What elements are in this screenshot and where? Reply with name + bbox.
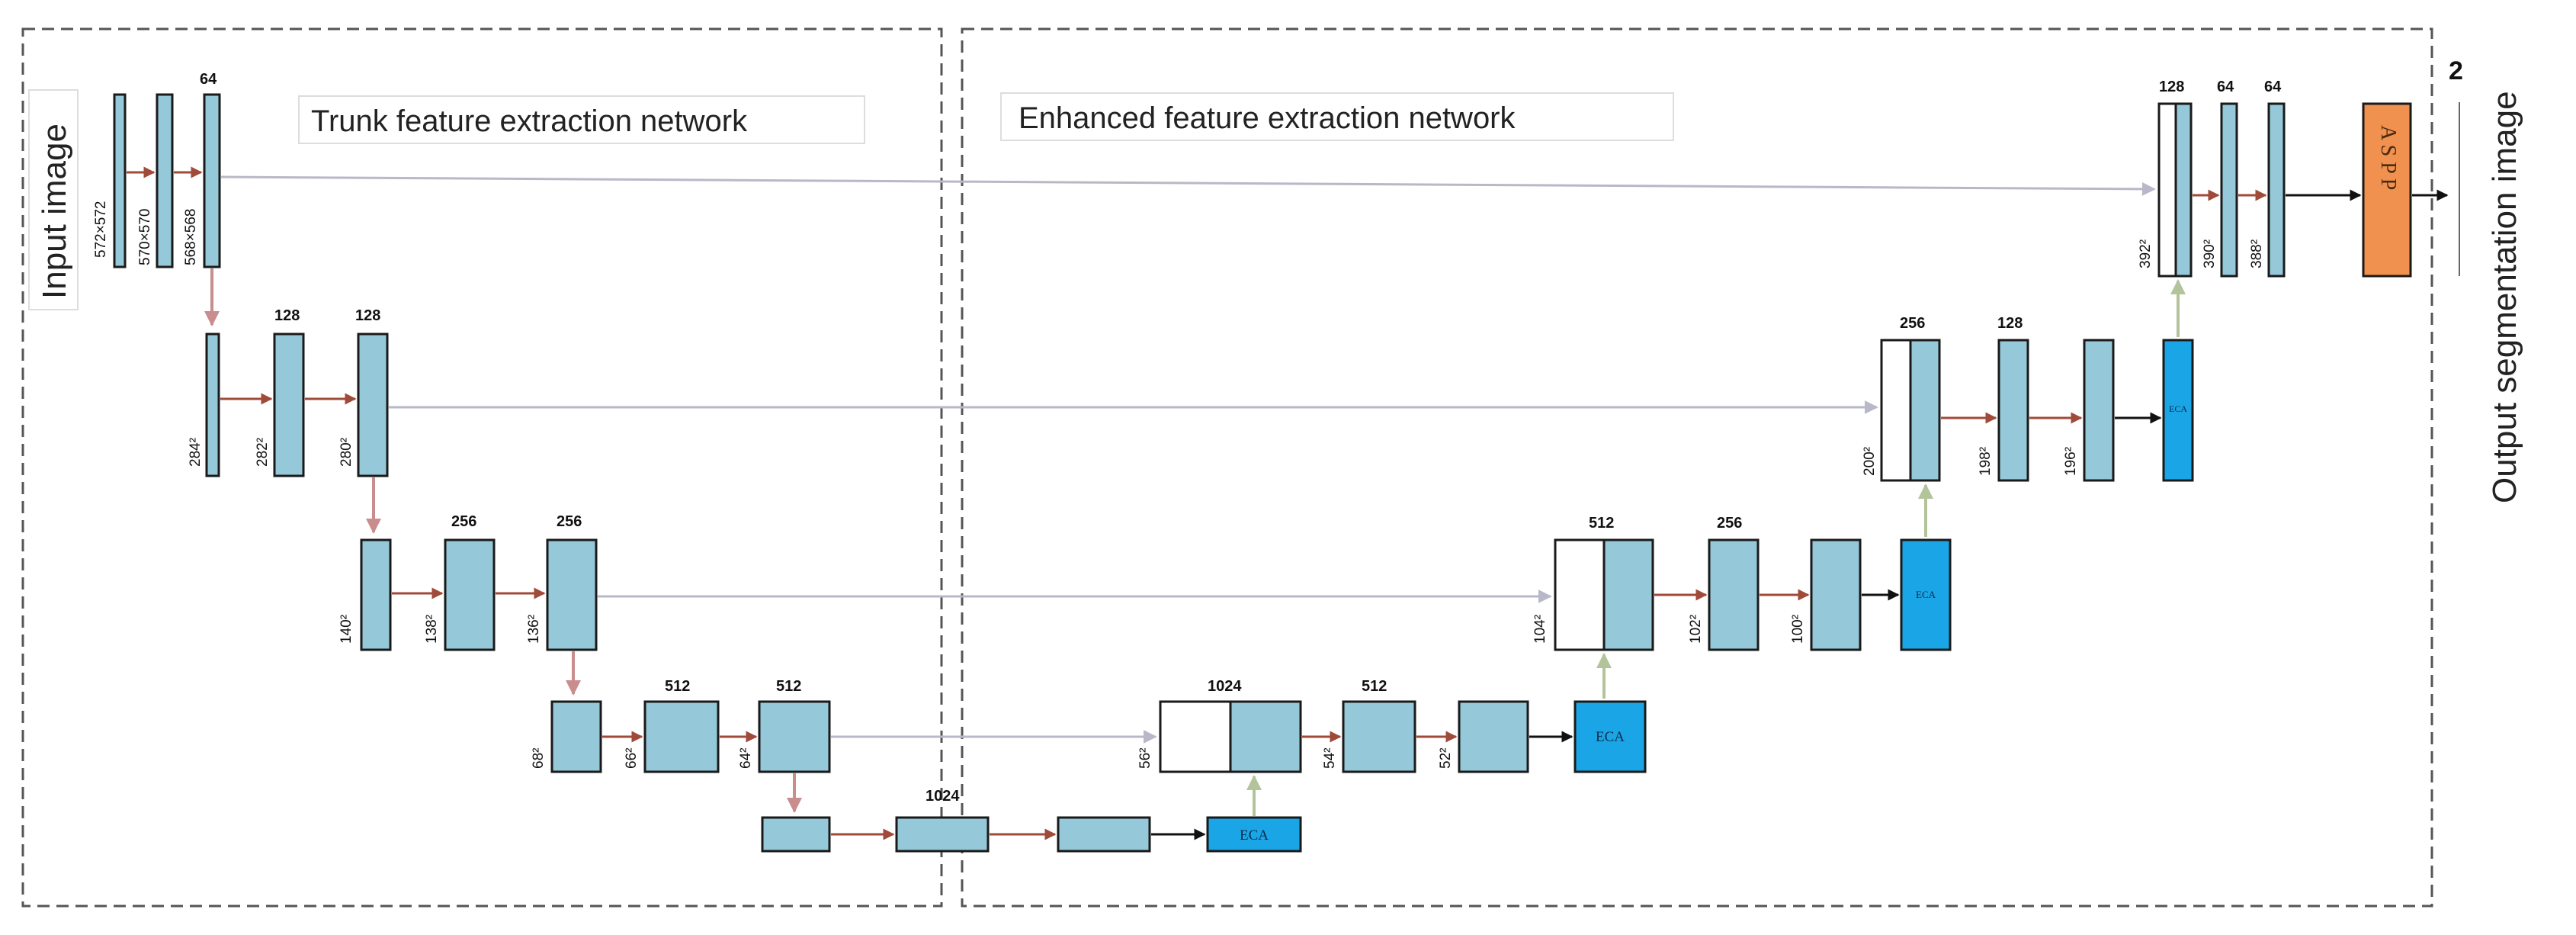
enc4-channels-a: 512 bbox=[665, 678, 690, 695]
dec4-dim-a: 56² bbox=[1137, 748, 1153, 769]
dec3-dim-c: 100² bbox=[1790, 615, 1806, 644]
bottleneck-block-c bbox=[1057, 816, 1151, 853]
dec4-concat-up bbox=[1229, 700, 1302, 773]
aspp-module bbox=[2362, 102, 2412, 278]
enc1-channels: 64 bbox=[200, 71, 217, 88]
dec4-block-c bbox=[1458, 700, 1529, 773]
dec2-concat-skip bbox=[1880, 339, 1912, 482]
bottleneck-block-b bbox=[895, 816, 990, 853]
enc4-block-b bbox=[643, 700, 720, 773]
dec2-channels-a: 256 bbox=[1900, 315, 1925, 332]
eca-label: ECA bbox=[1596, 729, 1625, 745]
dec3-block-c bbox=[1810, 538, 1862, 651]
dec4-block-b bbox=[1342, 700, 1416, 773]
trunk-region bbox=[21, 27, 943, 908]
enc3-block-b bbox=[444, 538, 496, 651]
enc2-dim-b: 282² bbox=[255, 438, 271, 467]
class-count: 2 bbox=[2449, 56, 2463, 85]
dec1-channels-a: 128 bbox=[2159, 79, 2184, 95]
dec1-dim-b: 390² bbox=[2202, 239, 2218, 268]
dec3-channels-a: 512 bbox=[1589, 515, 1614, 532]
dec2-channels-b: 128 bbox=[1997, 315, 2023, 332]
dec4-dim-c: 52² bbox=[1438, 748, 1454, 769]
dec2-dim-a: 200² bbox=[1862, 447, 1878, 476]
dec1-channels-b: 64 bbox=[2217, 79, 2234, 95]
enhanced-title-box bbox=[1000, 92, 1674, 141]
enc2-dim-a: 284² bbox=[188, 438, 204, 467]
bottleneck-channels: 1024 bbox=[925, 788, 960, 805]
enc2-dim-c: 280² bbox=[338, 438, 354, 467]
enc3-dim-a: 140² bbox=[338, 615, 354, 644]
enc3-dim-c: 136² bbox=[526, 615, 542, 644]
enc2-block-b bbox=[273, 333, 305, 477]
eca-module-bottom bbox=[1206, 816, 1302, 853]
enc2-channels-b: 128 bbox=[355, 307, 380, 324]
enc3-block-c bbox=[546, 538, 598, 651]
enc3-channels-b: 256 bbox=[557, 513, 582, 530]
dec1-channels-c: 64 bbox=[2264, 79, 2282, 95]
enc1-dim-c: 568×568 bbox=[183, 209, 199, 266]
dec2-block-b bbox=[1997, 339, 2029, 482]
dec2-dim-b: 198² bbox=[1978, 447, 1994, 476]
dec2-block-c bbox=[2083, 339, 2115, 482]
dec3-channels-b: 256 bbox=[1717, 515, 1742, 532]
enc1-block-b bbox=[156, 93, 174, 268]
eca-label: ECA bbox=[1916, 589, 1936, 600]
enhanced-title: Enhanced feature extraction network bbox=[1019, 101, 1516, 135]
dec1-concat-skip bbox=[2157, 102, 2177, 278]
enc1-block-a bbox=[113, 93, 127, 268]
dec4-channels-b: 512 bbox=[1362, 678, 1387, 695]
enc4-dim-a: 68² bbox=[531, 748, 547, 769]
dec3-block-b bbox=[1708, 538, 1760, 651]
eca-module-l4 bbox=[1574, 700, 1647, 773]
enc2-block-c bbox=[357, 333, 389, 477]
dec1-dim-a: 392² bbox=[2138, 239, 2154, 268]
enc1-dim-b: 570×570 bbox=[137, 209, 153, 266]
dec3-concat-up bbox=[1602, 538, 1654, 651]
enc4-block-c bbox=[758, 700, 831, 773]
dec4-channels-a: 1024 bbox=[1208, 678, 1242, 695]
enc2-channels-a: 128 bbox=[274, 307, 300, 324]
enc1-dim-a: 572×572 bbox=[93, 201, 109, 259]
eca-module-l2 bbox=[2162, 339, 2194, 482]
enc4-dim-b: 66² bbox=[624, 748, 640, 769]
dec1-block-c bbox=[2267, 102, 2286, 278]
aspp-label: A S P P bbox=[2376, 125, 2400, 190]
dec2-concat-up bbox=[1909, 339, 1941, 482]
enc4-dim-c: 64² bbox=[738, 748, 754, 769]
dec3-concat-skip bbox=[1554, 538, 1606, 651]
bottleneck-block-a bbox=[761, 816, 831, 853]
dec1-block-b bbox=[2220, 102, 2238, 278]
dec4-dim-b: 54² bbox=[1322, 748, 1338, 769]
trunk-title: Trunk feature extraction network bbox=[311, 104, 748, 138]
enc3-block-a bbox=[360, 538, 392, 651]
enc4-block-a bbox=[550, 700, 602, 773]
dec1-concat-up bbox=[2174, 102, 2193, 278]
skip-connection-l1 bbox=[220, 175, 2156, 196]
enhanced-region bbox=[961, 27, 2433, 908]
input-label: Input image bbox=[36, 124, 73, 299]
dec3-dim-b: 102² bbox=[1688, 615, 1704, 644]
enc4-channels-b: 512 bbox=[776, 678, 801, 695]
enc3-dim-b: 138² bbox=[424, 615, 440, 644]
eca-label: ECA bbox=[1240, 827, 1269, 843]
enc2-block-a bbox=[205, 333, 220, 477]
dec2-dim-c: 196² bbox=[2063, 447, 2079, 476]
dec1-dim-c: 388² bbox=[2249, 239, 2265, 268]
eca-module-l3 bbox=[1900, 538, 1952, 651]
eca-label: ECA bbox=[2169, 403, 2187, 414]
trunk-title-box bbox=[298, 95, 865, 144]
output-label: Output segmentation image bbox=[2486, 91, 2523, 503]
input-label-box bbox=[28, 89, 79, 310]
dec4-concat-skip bbox=[1159, 700, 1232, 773]
dec3-dim-a: 104² bbox=[1532, 615, 1548, 644]
enc3-channels-a: 256 bbox=[451, 513, 476, 530]
enc1-block-c bbox=[203, 93, 221, 268]
